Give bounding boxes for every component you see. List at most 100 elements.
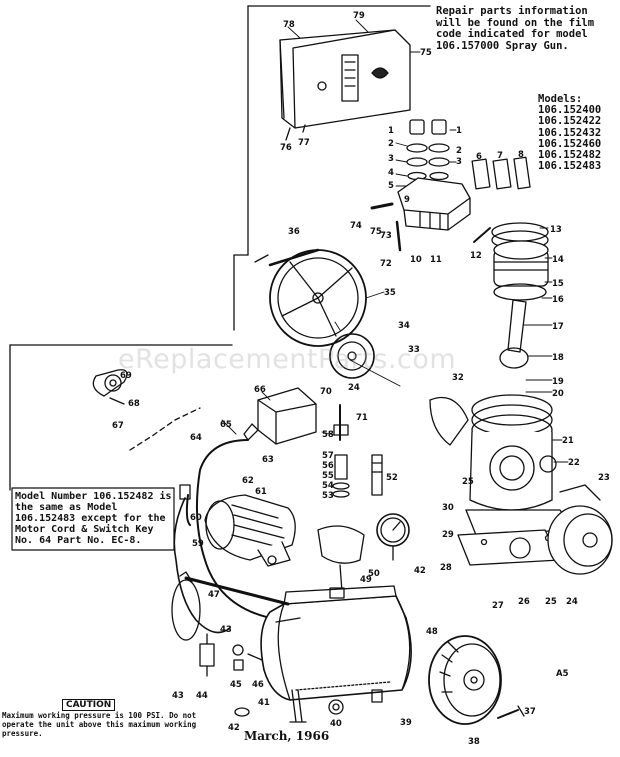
callout-45: 45 [230, 680, 242, 690]
caution-label: CAUTION [62, 699, 116, 711]
callout-75b: 75 [370, 227, 382, 237]
pressure-switch-assembly [195, 387, 383, 621]
callout-21: 21 [562, 436, 574, 446]
callout-36: 36 [288, 227, 300, 237]
callout-72: 72 [380, 259, 392, 269]
callout-59: 59 [192, 539, 204, 549]
piston-assembly [473, 222, 549, 369]
watermark: eReplacementParts.com [118, 344, 457, 375]
callout-49: 49 [360, 575, 372, 585]
leader-lines [221, 19, 569, 463]
callout-41: 41 [258, 698, 270, 708]
callout-63: 63 [262, 455, 274, 465]
callout-26: 26 [518, 597, 530, 607]
drain-valve-fittings [199, 633, 263, 717]
callout-46: 46 [252, 680, 264, 690]
callout-8: 8 [518, 150, 524, 160]
callout-3b: 3 [456, 157, 462, 167]
callout-29: 29 [442, 530, 454, 540]
pressure-gauge [376, 513, 410, 561]
model-number: 106.152460 [538, 137, 602, 150]
callout-7: 7 [497, 151, 503, 161]
callout-labels: 78 79 75 76 77 1 1 2 3 2 3 4 5 6 7 8 9 1… [112, 11, 610, 747]
callout-69: 69 [120, 371, 132, 381]
model-variant-note: Model Number 106.152482 is the same as M… [15, 491, 172, 546]
callout-22: 22 [568, 458, 580, 468]
callout-12: 12 [470, 251, 482, 261]
repair-parts-note: Repair parts information will be found o… [436, 5, 595, 52]
callout-35: 35 [384, 288, 396, 298]
belt-inset [92, 369, 201, 451]
callout-a5: A5 [556, 669, 569, 679]
callout-4: 4 [388, 168, 394, 178]
callout-30: 30 [442, 503, 454, 513]
callout-9: 9 [404, 195, 410, 205]
callout-24b: 24 [348, 383, 360, 393]
callout-78: 78 [283, 20, 295, 30]
air-tank [179, 571, 412, 723]
callout-61: 61 [255, 487, 267, 497]
callout-32: 32 [452, 373, 464, 383]
callout-77: 77 [298, 138, 310, 148]
callout-70: 70 [320, 387, 332, 397]
callout-1b: 1 [456, 126, 462, 136]
callout-53: 53 [322, 491, 334, 501]
callout-37: 37 [524, 707, 536, 717]
callout-10: 10 [410, 255, 422, 265]
crankcase-assembly [429, 394, 613, 575]
callout-75: 75 [420, 48, 432, 58]
callout-79: 79 [353, 11, 365, 21]
callout-28: 28 [440, 563, 452, 573]
callout-65: 65 [220, 420, 232, 430]
callout-54: 54 [322, 481, 334, 491]
callout-47: 47 [208, 590, 220, 600]
callout-19: 19 [552, 377, 564, 387]
callout-20: 20 [552, 389, 564, 399]
belt-guard-cover [279, 29, 411, 141]
callout-64: 64 [190, 433, 202, 443]
motor-assembly [179, 484, 296, 567]
callout-23: 23 [598, 473, 610, 483]
model-number: 106.152432 [538, 126, 602, 139]
callout-16: 16 [552, 295, 564, 305]
section-border-lines [9, 5, 431, 491]
callout-15: 15 [552, 279, 564, 289]
model-number: 106.152483 [538, 160, 602, 173]
callout-40: 40 [330, 719, 342, 729]
callout-57: 57 [322, 451, 334, 461]
callout-38: 38 [468, 737, 480, 747]
callout-42b: 42 [414, 566, 426, 576]
callout-14: 14 [552, 255, 564, 265]
callout-73: 73 [380, 231, 392, 241]
callout-25: 25 [462, 477, 474, 487]
callout-48: 48 [426, 627, 438, 637]
callout-71: 71 [356, 413, 368, 423]
model-number: 106.152482 [538, 149, 602, 162]
caution-text: Maximum working pressure is 100 PSI. Do … [2, 711, 197, 738]
model-note-box [11, 487, 175, 551]
diagram-date: March, 1966 [244, 729, 330, 743]
callout-25b: 25 [545, 597, 557, 607]
callout-55: 55 [322, 471, 334, 481]
callout-52: 52 [386, 473, 398, 483]
callout-17: 17 [552, 322, 564, 332]
callout-39: 39 [400, 718, 412, 728]
callout-42: 42 [228, 723, 240, 733]
callout-56: 56 [322, 461, 334, 471]
callout-27: 27 [492, 601, 504, 611]
cylinder-head-assembly [370, 119, 531, 252]
callout-1: 1 [388, 126, 394, 136]
callout-2: 2 [388, 139, 394, 149]
callout-3: 3 [388, 154, 394, 164]
callout-2b: 2 [456, 146, 462, 156]
wheel-assembly [328, 635, 525, 725]
power-cord [171, 497, 231, 641]
callout-68: 68 [128, 399, 140, 409]
callout-33: 33 [408, 345, 420, 355]
callout-58: 58 [322, 430, 334, 440]
callout-6: 6 [476, 152, 482, 162]
models-heading: Models: [538, 93, 583, 105]
callout-43: 43 [220, 625, 232, 635]
